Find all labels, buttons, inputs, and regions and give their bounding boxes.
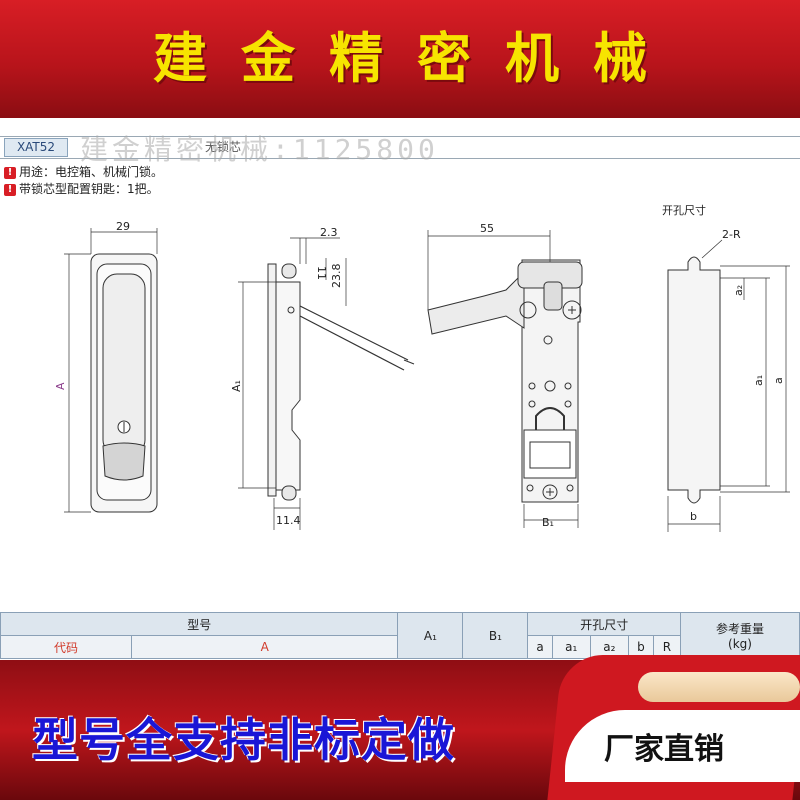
dim-11.4: 11.4 [276,514,301,527]
col-cutout: 开孔尺寸 [527,612,681,636]
dim-A1: A₁ [230,380,243,392]
dim-b: b [690,510,697,523]
col-A: A [130,635,399,659]
dim-11: 11 [315,266,328,280]
dim-55: 55 [480,222,494,235]
warning-icon: ! [4,166,16,179]
custom-order-slogan: 型号全支持非标定做 [32,713,455,767]
weight-unit: (kg) [728,637,752,651]
dim-B1: B₁ [542,516,554,529]
weight-label: 参考重量 [715,622,764,636]
note-row: ! 用途：电控箱、机械门锁。 [4,164,163,181]
col-model: 型号 [0,612,399,636]
col-A1: A₁ [397,612,464,659]
usage-notes: ! 用途：电控箱、机械门锁。 ! 带锁芯型配置钥匙：1把。 [4,164,163,198]
warning-icon: ! [4,183,16,196]
technical-drawing: 29 A 2.3 11 23.8 A₁ 11.4 [54,203,790,532]
factory-direct-label: 厂家直销 [604,732,724,767]
note-text: 用途：电控箱、机械门锁。 [19,165,164,179]
cropped-table-strip: XAT52 无锁芯 建金精密机械:1125800 [0,118,800,170]
dim-a: a [772,377,785,384]
cutout-view [667,239,790,532]
front-view [64,228,158,513]
decor-pill [638,672,800,702]
strip-fragment: 无锁芯 [205,140,242,154]
side-view [238,237,415,530]
dim-a2: a₂ [732,285,745,296]
dim-2-R: 2-R [722,228,741,241]
model-badge: XAT52 [4,138,68,157]
dim-29: 29 [116,220,130,233]
back-view [427,230,583,528]
strip-line [0,158,800,159]
brand-title: 建金精密机械 [153,27,681,90]
col-code: 代码 [0,635,132,659]
dim-a1: a₁ [752,375,765,386]
col-weight: 参考重量 (kg) [680,612,800,659]
dim-23.8: 23.8 [330,264,343,289]
note-row: ! 带锁芯型配置钥匙：1把。 [4,181,163,198]
cutout-title: 开孔尺寸 [662,203,706,217]
dim-A: A [54,382,67,390]
dim-2.3: 2.3 [320,226,338,239]
note-text: 带锁芯型配置钥匙：1把。 [19,182,159,196]
spec-table: 型号 A₁ B₁ 开孔尺寸 参考重量 (kg) 代码 A a a₁ a₂ b R [0,612,800,662]
footer-white-panel [565,710,800,782]
strip-line [0,136,800,137]
col-a: a [527,635,553,659]
header-banner: 建金精密机械 [0,0,800,118]
watermark: 建金精密机械:1125800 [80,133,439,166]
col-a1: a₁ [551,635,591,659]
col-B1: B₁ [462,612,529,659]
